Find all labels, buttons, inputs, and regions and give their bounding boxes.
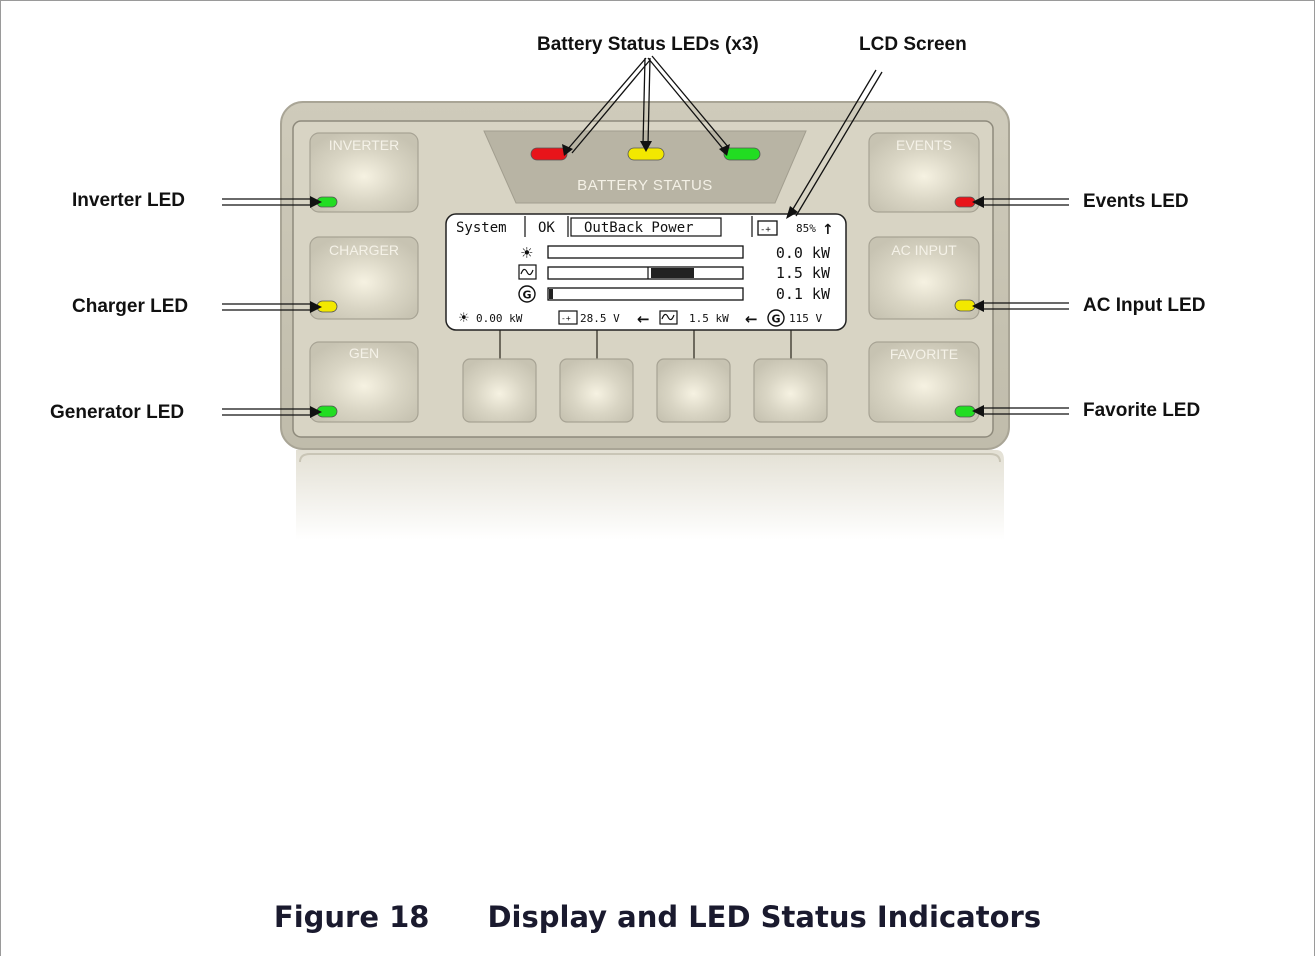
battery-led-green <box>723 147 761 161</box>
bottom-load-value: 1.5 kW <box>689 312 729 325</box>
lcd-tab-system: System <box>456 220 507 236</box>
load-bar-fill <box>651 268 694 278</box>
events-led-callout: Events LED <box>1083 191 1189 212</box>
generator-bar-fill <box>549 289 553 299</box>
bottom-solar-value: 0.00 kW <box>476 312 523 325</box>
generator-led-callout: Generator LED <box>50 402 185 423</box>
solar-value: 0.0 kW <box>776 244 831 262</box>
solar-bar <box>547 245 744 259</box>
bottom-sun-icon: ☀ <box>458 311 470 326</box>
ac-input-button-label: AC INPUT <box>891 242 957 258</box>
battery-leds-callout: Battery Status LEDs (x3) <box>537 34 759 55</box>
gen-button-label: GEN <box>349 345 379 361</box>
callout-leaders <box>222 55 1069 416</box>
ac-input-led-callout: AC Input LED <box>1083 295 1206 316</box>
gen-button[interactable]: GEN <box>309 341 419 423</box>
ac-input-button[interactable]: AC INPUT <box>868 236 980 320</box>
arrow-left-icon: ← <box>637 310 650 328</box>
battery-led-red <box>530 147 568 161</box>
bottom-battery-icon: -+ <box>558 310 578 325</box>
sun-icon: ☀ <box>520 244 533 262</box>
events-button[interactable]: EVENTS <box>868 132 980 213</box>
svg-text:G: G <box>771 313 780 326</box>
battery-status-label: BATTERY STATUS <box>577 177 713 194</box>
inverter-button[interactable]: INVERTER <box>309 132 419 213</box>
lcd-battery-icon: -+ <box>757 220 778 236</box>
svg-text:-+: -+ <box>561 314 571 323</box>
lcd-screen: System OK OutBack Power -+ 85% ↑ ☀ 0.0 k… <box>445 213 847 331</box>
inverter-led-callout: Inverter LED <box>72 190 185 211</box>
charger-button[interactable]: CHARGER <box>309 236 419 320</box>
ac-input-led <box>954 299 976 312</box>
favorite-button-label: FAVORITE <box>890 346 958 362</box>
arrow-up-icon: ↑ <box>822 222 834 238</box>
soft-key-4[interactable] <box>753 358 828 423</box>
lcd-battery-percent: 85% <box>796 222 816 235</box>
favorite-led-callout: Favorite LED <box>1083 400 1201 421</box>
soft-key-2[interactable] <box>559 358 634 423</box>
generator-bar <box>547 287 744 301</box>
lcd-tab-ok: OK <box>538 220 555 236</box>
svg-text:-+: -+ <box>760 225 771 235</box>
figure-caption: Figure 18 Display and LED Status Indicato… <box>0 900 1315 934</box>
charger-button-label: CHARGER <box>329 242 399 258</box>
svg-text:G: G <box>522 289 531 302</box>
lcd-tab-title: OutBack Power <box>584 220 694 236</box>
figure-number: Figure 18 <box>273 900 430 934</box>
ac-wave-icon <box>518 264 537 280</box>
lcd-screen-callout: LCD Screen <box>859 34 967 55</box>
inverter-button-label: INVERTER <box>329 137 400 153</box>
bottom-generator-icon: G <box>767 309 785 327</box>
events-button-label: EVENTS <box>896 137 952 153</box>
bottom-battery-value: 28.5 V <box>580 312 620 325</box>
charger-led-callout: Charger LED <box>72 296 189 317</box>
lower-housing <box>296 450 1004 540</box>
figure-title: Display and LED Status Indicators <box>487 900 1042 934</box>
arrow-left-icon: ← <box>745 310 758 328</box>
bottom-ac-wave-icon <box>659 310 678 325</box>
soft-key-3[interactable] <box>656 358 731 423</box>
favorite-led <box>954 405 976 418</box>
callout-arrowheads <box>310 141 984 418</box>
bottom-generator-value: 115 V <box>789 312 822 325</box>
favorite-button[interactable]: FAVORITE <box>868 341 980 423</box>
generator-icon: G <box>518 285 536 303</box>
soft-key-1[interactable] <box>462 358 537 423</box>
load-bar <box>547 266 744 280</box>
soft-keys <box>462 330 828 423</box>
generator-value: 0.1 kW <box>776 285 831 303</box>
load-value: 1.5 kW <box>776 264 831 282</box>
